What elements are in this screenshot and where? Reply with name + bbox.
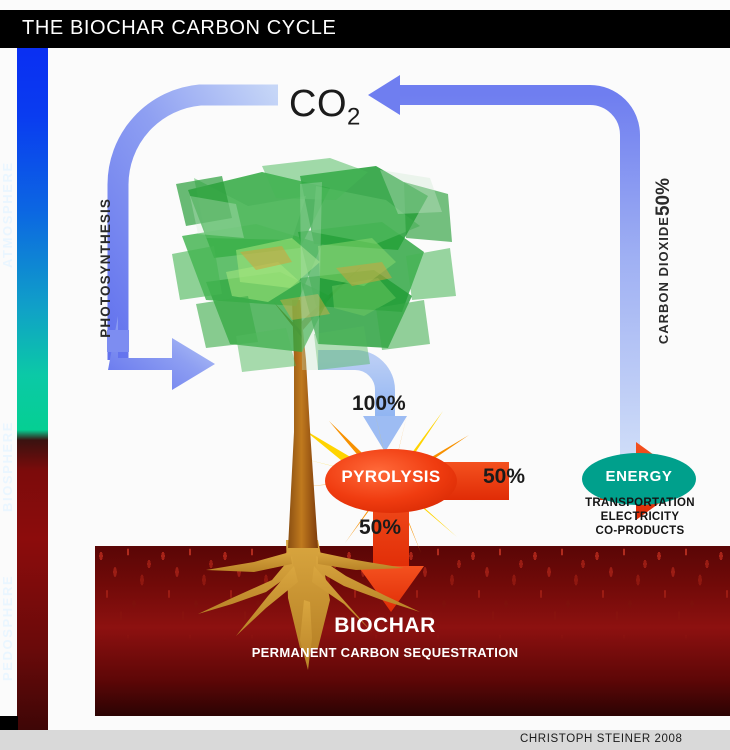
footer-bar [0,730,730,750]
biochar-label: BIOCHAR [334,614,436,637]
biomass-to-pyrolysis-arrow [318,350,407,452]
sphere-gradient-bar [17,48,48,730]
carbon-dioxide-label: CARBON DIOXIDE50% [653,178,674,345]
flow-pct-to-pyrolysis: 100% [352,392,406,415]
pyrolysis-node [325,449,457,513]
tree-canopy [172,158,456,372]
pyrolysis-label: PYROLYSIS [341,467,441,486]
energy-outputs-list: TRANSPORTATION ELECTRICITY CO-PRODUCTS [585,497,695,537]
carbon-dioxide-pct: 50% [653,178,674,217]
soil-texture [95,546,730,641]
footer-left-block [0,716,18,730]
tree-roots [198,540,420,670]
photosynthesis-arrow [107,84,278,390]
energy-label: ENERGY [605,468,673,485]
sequestration-label: PERMANENT CARBON SEQUESTRATION [251,645,519,660]
carbon-dioxide-return-arrow [368,75,640,458]
flow-pct-to-biochar: 50% [359,516,402,539]
header-bar [0,10,730,48]
energy-node [582,453,696,505]
credit-line: CHRISTOPH STEINER 2008 [520,733,683,745]
co2-label: CO2 [289,83,361,131]
flow-pct-to-energy: 50% [483,465,526,488]
page-title: THE BIOCHAR CARBON CYCLE [22,17,337,39]
photosynthesis-label: PHOTOSYNTHESIS [98,198,113,338]
